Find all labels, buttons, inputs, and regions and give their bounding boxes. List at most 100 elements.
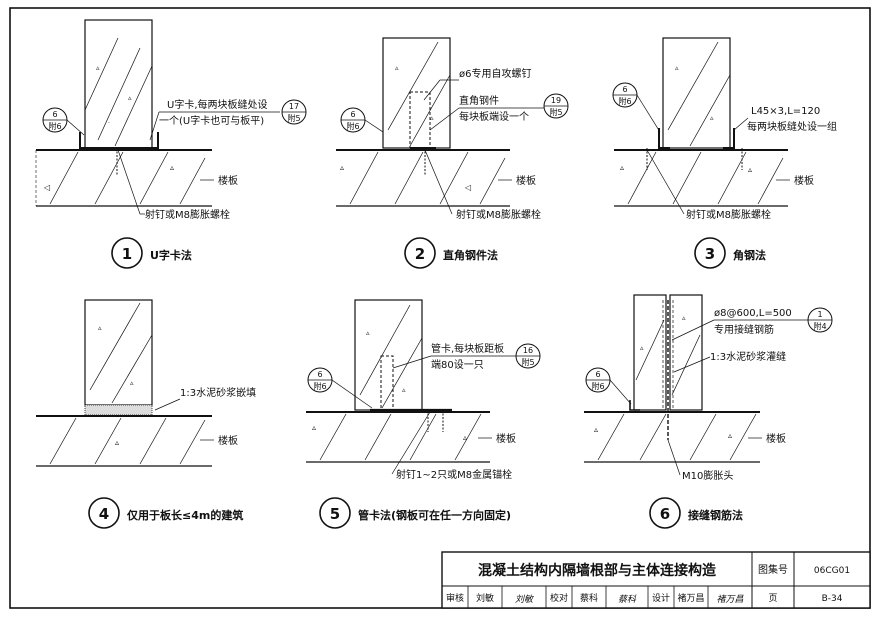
pipe-clamp: [380, 355, 394, 411]
atlas-number: 06CG01: [814, 566, 850, 576]
floor-slab: ▵▵: [306, 411, 490, 463]
note-line-2: 每两块板缝处设一组: [747, 120, 837, 133]
ref-left-top: 6: [622, 85, 627, 94]
detail-number-bubble: [694, 237, 726, 269]
ref-right-top: 16: [523, 346, 533, 355]
page-label: 页: [768, 593, 777, 604]
floor-label: 楼板: [218, 434, 238, 447]
ref-left-top: 6: [350, 110, 355, 119]
detail-number-bubble: [111, 237, 143, 269]
note-line-1: L45×3,L=120: [751, 106, 820, 117]
detail-5: ▵▵ ▵▵ 6 附6 管卡,每块板距板 端80设一只 16 附5 楼板 射钉1~: [306, 299, 541, 529]
ref-left-top: 6: [595, 370, 600, 379]
ref-right-top: 17: [289, 102, 299, 111]
detail-title: 仅用于板长≤4m的建筑: [126, 508, 243, 522]
u-clip: [79, 132, 159, 149]
ref-right-bottom: 附5: [287, 113, 300, 123]
mortar-bed: [84, 404, 153, 416]
detail-title: 角钢法: [733, 248, 766, 262]
svg-text:▵: ▵: [170, 163, 174, 172]
wall-panel: ▵ ▵ ·: [84, 19, 153, 149]
svg-text:▵: ▵: [463, 433, 467, 442]
detail-number-bubble: [319, 497, 351, 529]
reviewer-signature: 刘敏: [515, 594, 535, 605]
svg-text:▵: ▵: [128, 94, 132, 102]
ref-right-bottom: 附4: [813, 321, 826, 331]
title-block: 混凝土结构内隔墙根部与主体连接构造 图集号 06CG01 审核 刘敏 刘敏 校对…: [441, 551, 871, 609]
detail-1: ▵▵· ◁▵ 6 附6 U字卡,每两块板缝处设 一个(U字卡也可与板平) 17 …: [35, 19, 307, 269]
detail-number: 2: [415, 245, 425, 263]
atlas-label: 图集号: [758, 563, 788, 576]
svg-text:▵: ▵: [748, 165, 752, 174]
mortar-label: 1:3水泥砂浆灌缝: [710, 350, 786, 363]
svg-text:·: ·: [108, 120, 110, 127]
ref-left-top: 6: [317, 370, 322, 379]
detail-number: 3: [705, 245, 715, 263]
note-line-1: 1:3水泥砂浆嵌填: [180, 386, 256, 399]
floor-slab: ▵: [36, 415, 212, 467]
floor-label: 楼板: [766, 432, 786, 445]
detail-number-bubble: [404, 237, 436, 269]
screw-label: ø6专用自攻螺钉: [459, 67, 531, 80]
ref-left-top: 6: [52, 110, 57, 119]
svg-text:▵: ▵: [710, 114, 714, 122]
floor-slab: ◁▵: [35, 149, 212, 207]
floor-label: 楼板: [218, 174, 238, 187]
anchor-label: M10膨胀头: [682, 469, 733, 482]
note-line-1: U字卡,每两块板缝处设: [167, 98, 268, 111]
svg-text:▵: ▵: [675, 64, 679, 72]
ref-right-bottom: 附5: [549, 107, 562, 117]
svg-text:◁: ◁: [464, 183, 471, 192]
ref-right-top: 19: [551, 96, 561, 105]
ref-right-top: 1: [817, 310, 822, 319]
svg-text:▵: ▵: [594, 425, 598, 434]
detail-2: ▵▵ ▵◁ ø6专用自攻螺钉 6 附6 直角钢件 每块板端设一个 19 附5: [336, 37, 569, 269]
wall-panel: ▵▵: [662, 37, 731, 149]
ref-left-bottom: 附6: [618, 96, 631, 106]
reviewer-name: 刘敏: [476, 592, 494, 604]
detail-title: 直角钢件法: [443, 248, 498, 262]
floor-slab: ▵▵: [584, 411, 760, 463]
wall-panel: ▵▵: [382, 37, 451, 149]
floor-label: 楼板: [516, 174, 536, 187]
note-line-2: 每块板端设一个: [459, 110, 529, 123]
angle-steel: [658, 128, 670, 149]
note-line-2: 一个(U字卡也可与板平): [159, 114, 264, 127]
detail-number: 6: [660, 505, 670, 523]
svg-text:▵: ▵: [366, 329, 370, 337]
detail-number: 1: [122, 245, 132, 263]
ref-left-bottom: 附6: [48, 121, 61, 131]
svg-text:▵: ▵: [96, 64, 100, 72]
designer-name: 褚万昌: [677, 592, 704, 604]
floor-slab: ▵◁: [336, 149, 510, 207]
svg-text:▵: ▵: [395, 64, 399, 72]
wall-panel: ▵▵: [633, 294, 703, 411]
check-label: 校对: [550, 592, 568, 604]
detail-number: 4: [99, 505, 109, 523]
svg-text:▵: ▵: [682, 314, 686, 322]
drawing-frame: [9, 7, 871, 609]
detail-title: 管卡法(钢板可在任一方向固定): [358, 508, 511, 522]
note-line-2: 专用接缝钢筋: [714, 323, 774, 336]
svg-text:▵: ▵: [130, 379, 134, 387]
svg-text:▵: ▵: [402, 386, 406, 394]
angle-steel: [723, 128, 735, 149]
svg-text:▵: ▵: [98, 324, 102, 332]
svg-text:▵: ▵: [340, 163, 344, 172]
anchor-label: 射钉或M8膨胀螺栓: [456, 208, 541, 221]
detail-4: ▵▵ ▵ 1:3水泥砂浆嵌填 楼板 4 仅用于板长≤4m的建筑: [36, 299, 256, 529]
note-line-2: 端80设一只: [431, 358, 484, 371]
note-line-1: 管卡,每块板距板: [431, 342, 504, 355]
checker-name: 蔡科: [580, 592, 598, 604]
floor-slab: ▵▵: [614, 149, 788, 207]
wall-panel: ▵▵: [84, 299, 153, 406]
designer-signature: 褚万昌: [716, 594, 744, 605]
floor-label: 楼板: [794, 174, 814, 187]
detail-6: ▵▵ ▵▵ ø8@600,L=500 专用接缝钢筋 1 附4 6 附6 1:3水…: [584, 294, 833, 529]
svg-text:▵: ▵: [430, 114, 434, 122]
detail-number-bubble: [649, 497, 681, 529]
detail-3: ▵▵ ▵▵ 6 附6 L45×3,L=120 每两块板缝处设一组 楼板 射钉或M…: [612, 37, 837, 269]
ref-left-bottom: 附6: [313, 381, 326, 391]
svg-text:▵: ▵: [728, 431, 732, 440]
